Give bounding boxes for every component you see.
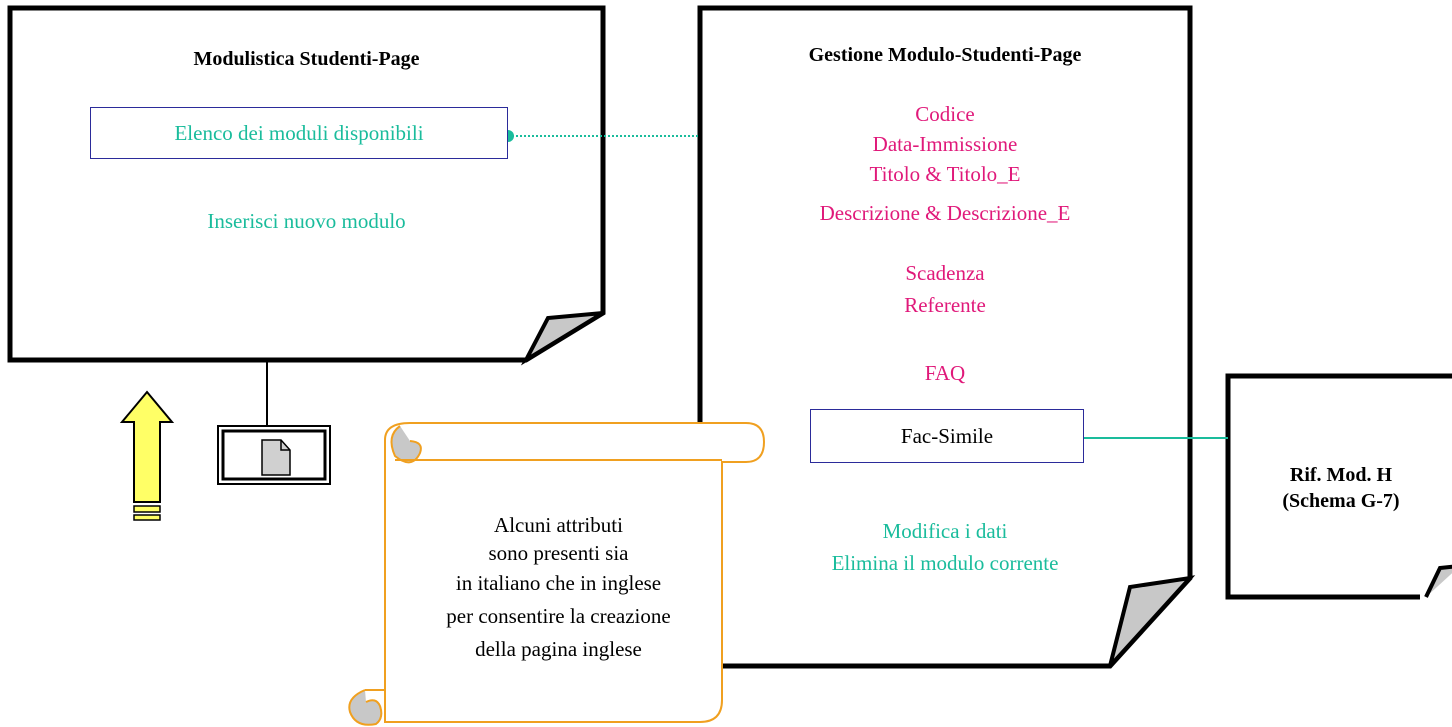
attr-referente: Referente [904,293,986,317]
scroll-note [348,422,766,726]
insert-module-link[interactable]: Inserisci nuovo modulo [207,209,406,233]
note-line: in italiano che in inglese [455,571,662,595]
page2-title: Gestione Modulo-Studenti-Page [808,44,1082,66]
reference-fold [1424,564,1452,598]
note-line: della pagina inglese [475,637,642,661]
note-line: Alcuni attributi [494,513,623,537]
facsimile-link[interactable]: Fac-Simile [810,409,1084,463]
page1-fold [520,311,605,366]
page2-fold [1108,575,1196,668]
reference-line1: Rif. Mod. H [1289,464,1393,486]
module-list-link[interactable]: Elenco dei moduli disponibili [90,107,508,159]
modify-data-link[interactable]: Modifica i dati [882,519,1008,543]
attr-codice: Codice [915,102,975,126]
attr-scadenza: Scadenza [905,261,985,285]
document-icon [217,425,331,485]
attr-data-immissione: Data-Immissione [872,132,1018,156]
delete-module-link[interactable]: Elimina il modulo corrente [831,551,1059,575]
up-arrow-icon [119,390,175,521]
note-line: per consentire la creazione [446,604,671,628]
reference-frame [1225,373,1452,600]
attr-faq: FAQ [924,361,966,385]
page1-title: Modulistica Studenti-Page [193,48,420,70]
attr-descrizione: Descrizione & Descrizione_E [819,201,1071,225]
reference-line2: (Schema G-7) [1282,490,1400,512]
note-line: sono presenti sia [488,541,629,565]
attr-titolo: Titolo & Titolo_E [869,162,1021,186]
